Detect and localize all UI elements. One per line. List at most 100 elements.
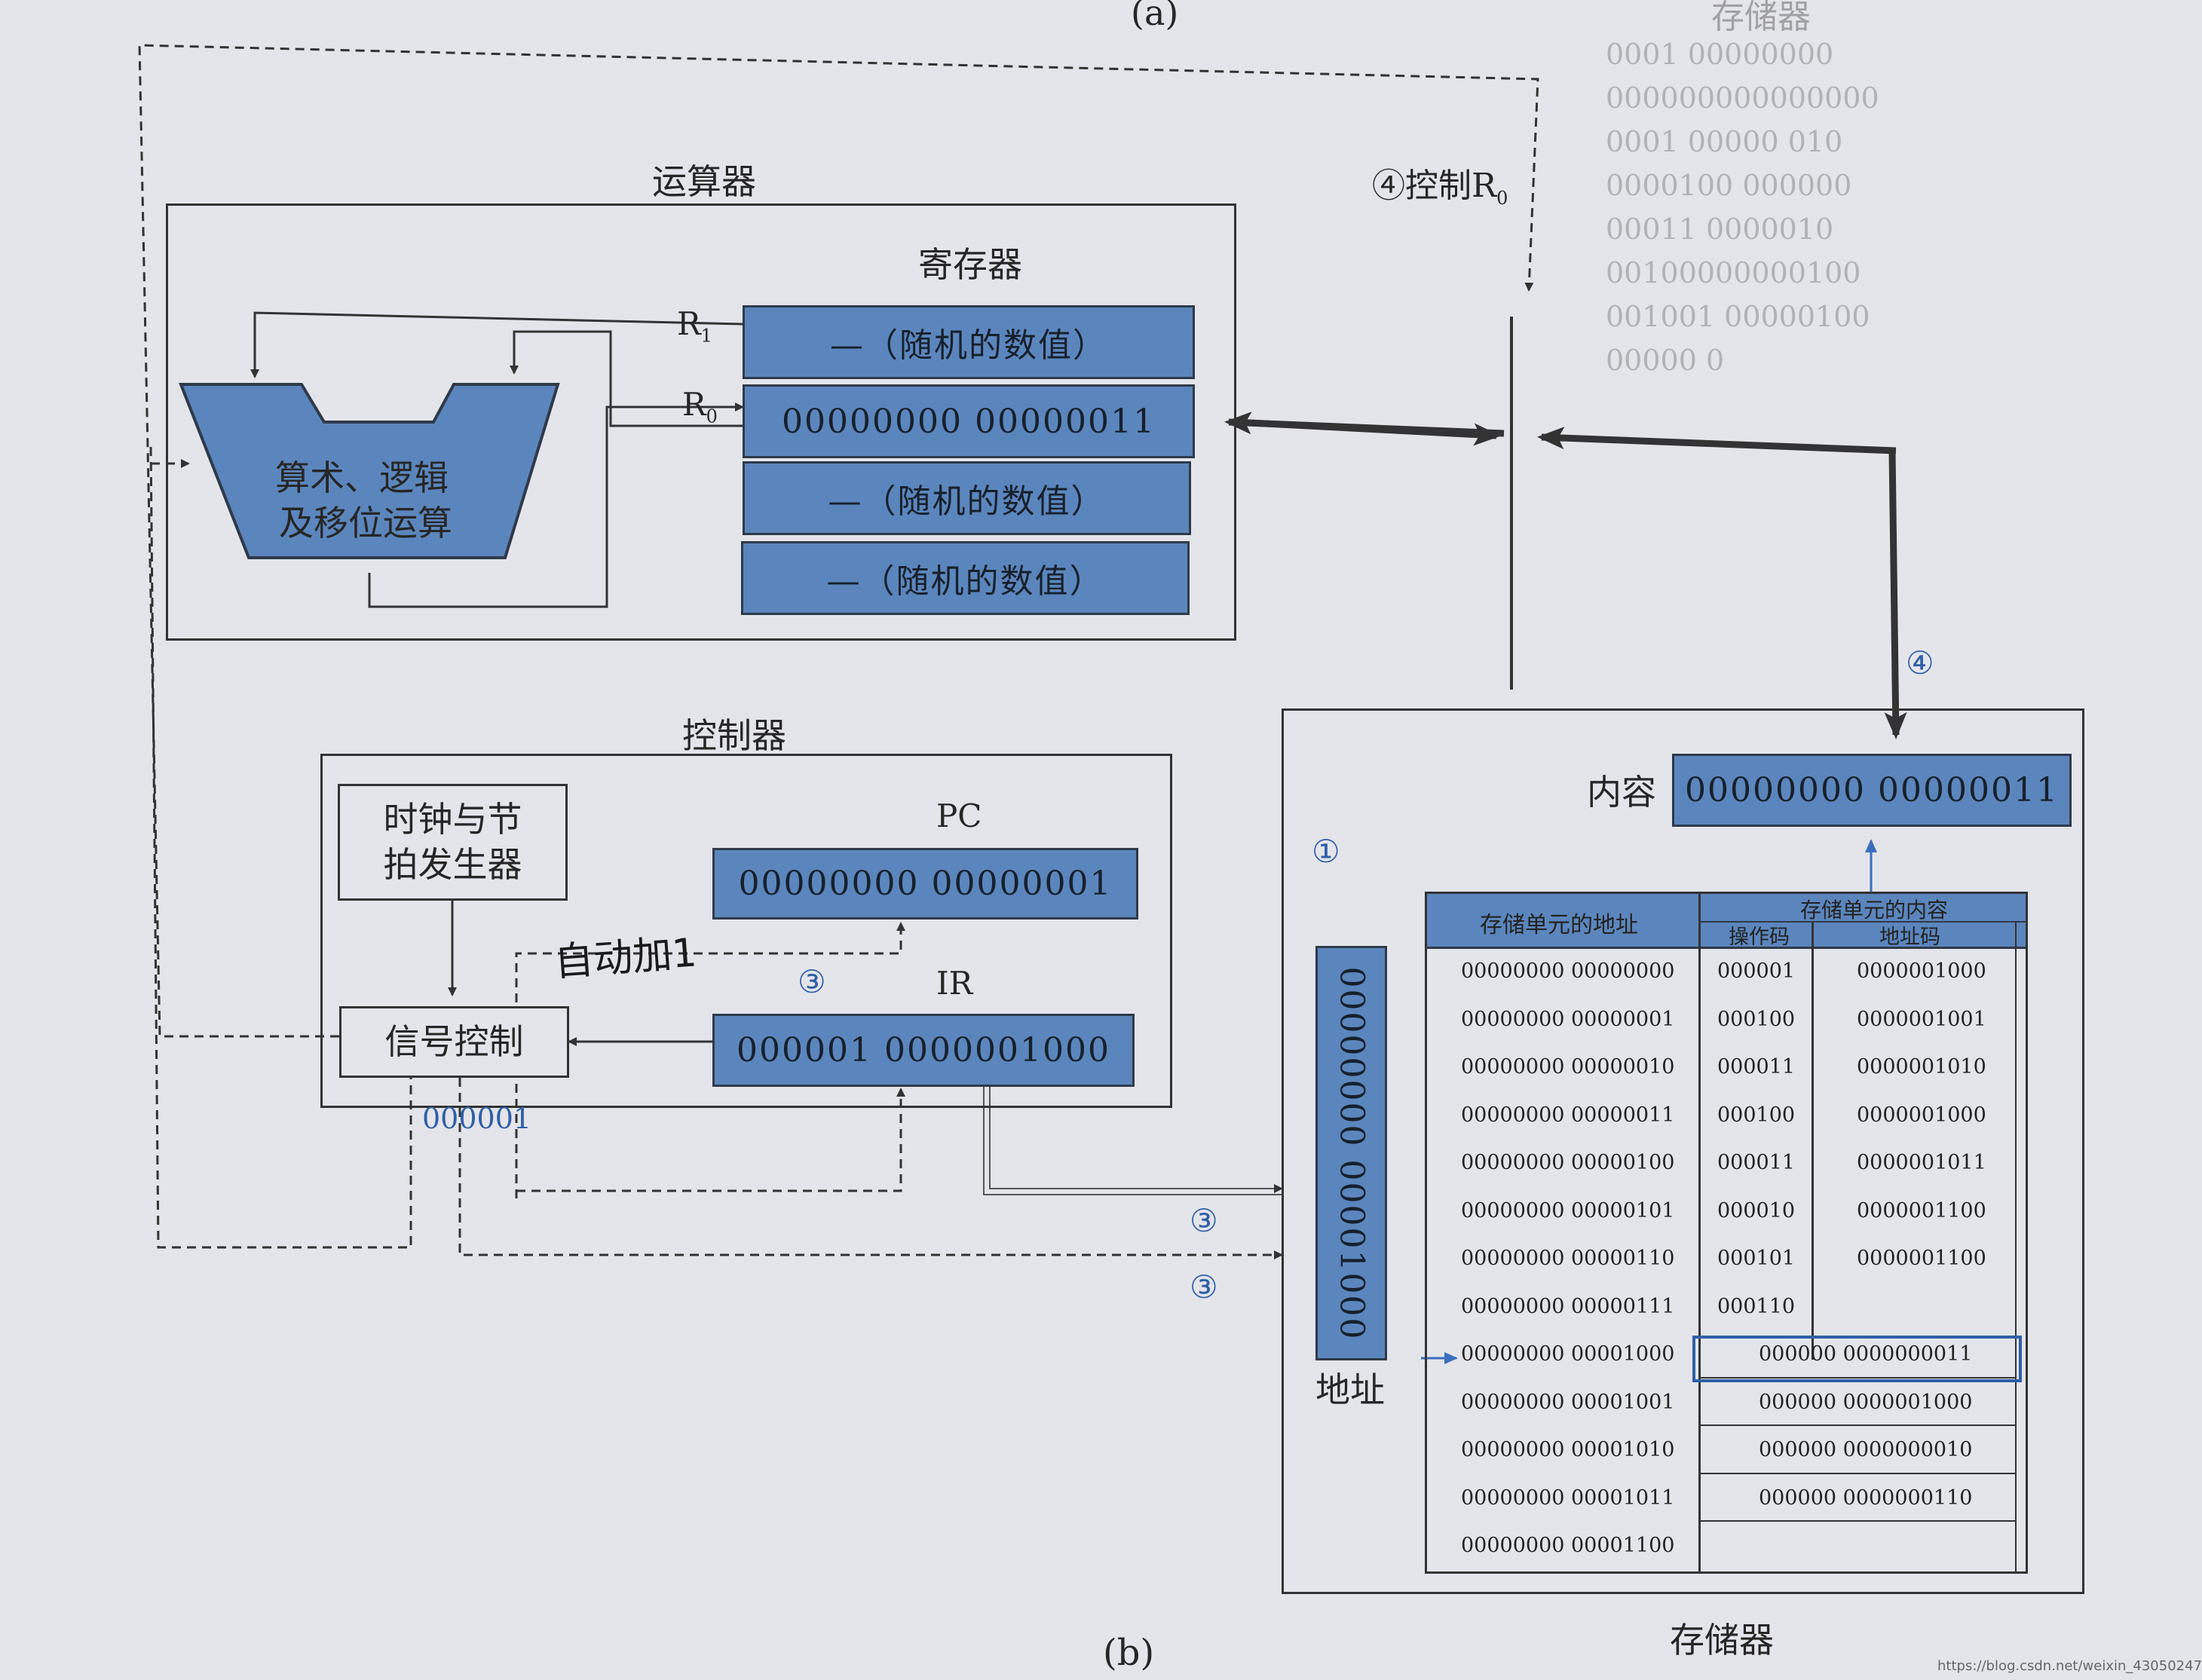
- memory-step-3b: ③: [1190, 1268, 1218, 1305]
- memory-title: 存储器: [1670, 1620, 1774, 1660]
- ir-register: 000001 0000001000: [712, 1014, 1135, 1087]
- memory-row-data: 000000 0000001000: [1759, 1390, 1973, 1414]
- memory-row-address: 00000000 00001001: [1461, 1390, 1675, 1414]
- alu-title: 运算器: [652, 161, 756, 202]
- content-register: 00000000 00000011: [1672, 754, 2072, 827]
- address-register: 00000000 00001000: [1315, 946, 1387, 1360]
- alu-frame: [166, 203, 1236, 641]
- memory-step-4: ④: [1906, 644, 1934, 681]
- memory-row-address: 00000000 00000010: [1461, 1055, 1675, 1079]
- bus-arrows: [1224, 412, 1907, 739]
- memory-row-data: 000000 0000000010: [1759, 1438, 1973, 1461]
- memory-row-opcode: 000100: [1717, 1103, 1796, 1127]
- diagram-connectors: [138, 44, 1907, 1364]
- memory-row-address: 00000000 00001011: [1461, 1486, 1675, 1510]
- memory-row-address: 00000000 00000101: [1461, 1198, 1675, 1223]
- memory-row-opcode: 000100: [1717, 1007, 1796, 1031]
- controller-arrows: [448, 901, 712, 1046]
- memory-row-operand: 0000001100: [1857, 1198, 1986, 1223]
- memory-table: 存储单元的地址 存储单元的内容 操作码 地址码 00000000 0000000…: [1425, 892, 2028, 1574]
- bg-page-row: 0001 00000 010: [1606, 125, 1843, 158]
- memory-row-address: 00000000 00000111: [1461, 1294, 1675, 1318]
- bg-page-row: 00000 0: [1606, 344, 1725, 377]
- bg-page-title: 存储器: [1711, 0, 1811, 36]
- bg-page-row: 00011 0000010: [1606, 213, 1834, 246]
- memory-row-address: 00000000 00000110: [1461, 1247, 1675, 1270]
- highlighted-data-cell: [1692, 1336, 2022, 1382]
- memory-row-divider: [1701, 1472, 2015, 1474]
- memory-step-3a: ③: [1190, 1202, 1218, 1239]
- bg-page-row: 000000000000000: [1606, 81, 1879, 115]
- alu-unit: [179, 383, 560, 559]
- memory-row-address: 00000000 00000100: [1461, 1151, 1675, 1174]
- alu-unit-label-1: 算术、逻辑: [275, 457, 449, 498]
- r1-letter: R: [677, 305, 701, 342]
- clock-generator-line-1: 时钟与节: [383, 798, 522, 840]
- controller-step-3-label: ③: [798, 963, 826, 1000]
- bg-page-row: 00100000000100: [1606, 256, 1861, 289]
- opcode-column-divider: [1812, 921, 1814, 1360]
- clock-generator-line-2: 拍发生器: [383, 843, 522, 885]
- ir-label: IR: [936, 965, 973, 1002]
- register-r2: —（随机的数值）: [743, 461, 1191, 535]
- opcode-note: 000001: [422, 1102, 532, 1135]
- memory-row-operand: 0000001100: [1857, 1247, 1986, 1270]
- memory-row-operand: 0000001011: [1857, 1151, 1986, 1174]
- r1-subscript: 1: [700, 325, 712, 347]
- register-r3: —（随机的数值）: [741, 541, 1190, 615]
- addr-column-divider: [1698, 894, 1701, 1571]
- content-label: 内容: [1587, 772, 1656, 812]
- pc-label: PC: [936, 797, 982, 834]
- memory-row-address: 00000000 00000000: [1461, 959, 1675, 983]
- control-r0-subscript: 0: [1496, 187, 1508, 209]
- header-subdivider: [1701, 921, 2026, 923]
- memory-row-data: 000000 0000000110: [1759, 1486, 1973, 1510]
- memory-row-operand: 0000001010: [1857, 1055, 1986, 1079]
- controller-title: 控制器: [682, 715, 786, 756]
- memory-row-divider: [1701, 1520, 2015, 1522]
- memory-row-divider: [1701, 1424, 2015, 1426]
- memory-row-operand: 0000001001: [1857, 1007, 1986, 1031]
- memory-row-opcode: 000110: [1717, 1294, 1796, 1318]
- memory-row-address: 00000000 00001010: [1461, 1438, 1675, 1461]
- content-right-inner-border: [2015, 921, 2017, 1571]
- address-register-value: 00000000 00001000: [1332, 966, 1371, 1340]
- caption-a: (a): [1131, 0, 1179, 33]
- bg-page-row: 001001 00000100: [1606, 300, 1870, 333]
- ir-to-memory-line: [983, 1085, 1283, 1195]
- memory-row-address: 00000000 00000011: [1461, 1103, 1675, 1127]
- memory-row-operand: 0000001000: [1857, 1103, 1986, 1127]
- control-r0-text: ④控制R: [1372, 167, 1497, 205]
- r0-label: R0: [682, 386, 718, 427]
- register-r0: 00000000 00000011: [743, 384, 1195, 458]
- memory-row-opcode: 000011: [1717, 1055, 1796, 1079]
- r0-subscript: 0: [706, 405, 718, 427]
- watermark: https://blog.csdn.net/weixin_43050247: [1937, 1658, 2202, 1674]
- header-opcode: 操作码: [1729, 926, 1790, 949]
- signal-control: 信号控制: [339, 1006, 569, 1078]
- control-r0-label: ④控制R0: [1372, 158, 1508, 209]
- header-content: 存储单元的内容: [1800, 898, 1949, 923]
- handwritten-note: 自动加1: [553, 930, 699, 986]
- r0-letter: R: [682, 386, 706, 423]
- memory-row-address: 00000000 00001100: [1461, 1534, 1675, 1557]
- memory-row-address: 00000000 00000001: [1461, 1007, 1675, 1031]
- memory-row-data: 000000 0000000011: [1759, 1342, 1973, 1366]
- memory-row-address: 00000000 00001000: [1461, 1342, 1675, 1366]
- address-label: 地址: [1315, 1369, 1385, 1410]
- memory-step-1: ①: [1312, 833, 1340, 870]
- background-page: 存储器 0001 00000000 000000000000000 0001 000…: [1568, 0, 2148, 528]
- bg-page-row: 0001 00000000: [1606, 38, 1834, 71]
- register-r1: —（随机的数值）: [743, 305, 1195, 379]
- memory-frame: [1282, 708, 2084, 1594]
- header-operand: 地址码: [1879, 926, 1940, 949]
- memory-row-opcode: 000001: [1717, 959, 1796, 983]
- alu-unit-label-2: 及移位运算: [279, 503, 452, 543]
- register-group-title: 寄存器: [918, 244, 1022, 285]
- alu-feedback-lines: [250, 311, 744, 608]
- header-address: 存储单元的地址: [1480, 912, 1638, 938]
- memory-row-divider: [1701, 1376, 2015, 1379]
- memory-row-opcode: 000011: [1717, 1151, 1796, 1174]
- clock-generator: 时钟与节 拍发生器: [338, 784, 568, 901]
- bg-page-row: 0000100 000000: [1606, 169, 1852, 202]
